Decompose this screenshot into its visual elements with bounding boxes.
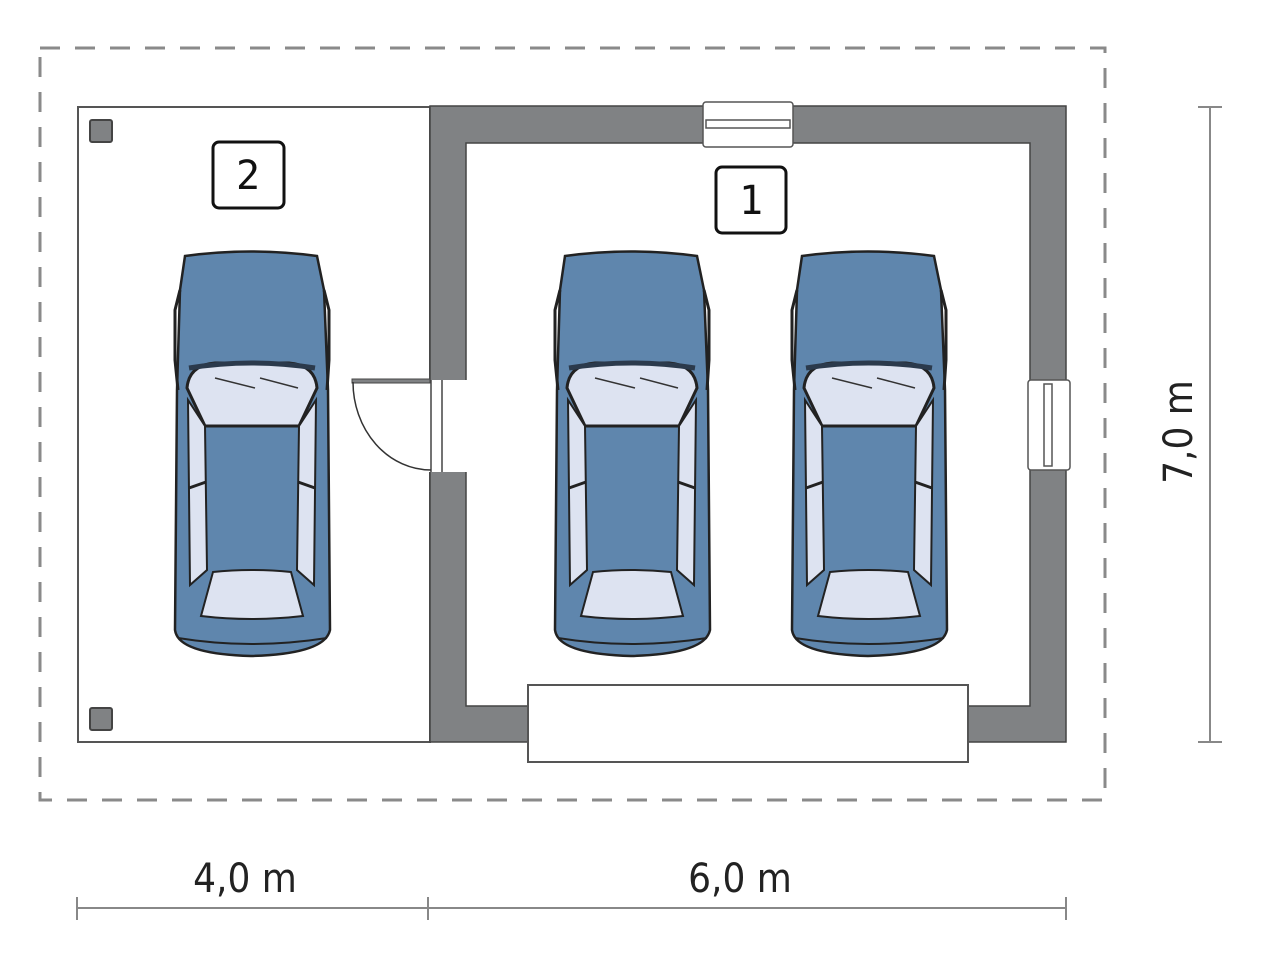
pillar: [89, 707, 113, 731]
room-number-2: 2: [236, 153, 260, 199]
car-garage-left: [555, 252, 710, 657]
dimension-depth: [1198, 106, 1222, 743]
door-leaf: [351, 378, 431, 384]
room-label-1: 1: [714, 165, 788, 235]
dimension-width: [76, 897, 1067, 920]
dimension-label-depth: 7,0 m: [1156, 380, 1202, 484]
plot-boundary: [38, 46, 1107, 802]
dimension-label-left: 4,0 m: [193, 856, 297, 902]
room-label-2: 2: [211, 140, 286, 210]
pillar: [89, 119, 113, 143]
garage-gate: [527, 684, 969, 763]
car-carport: [175, 252, 330, 657]
garage-walls: [429, 105, 1067, 743]
car-garage-right: [792, 252, 947, 657]
door-swing: [352, 381, 432, 471]
door-opening: [429, 380, 467, 472]
room-number-1: 1: [739, 178, 763, 224]
dimension-label-right: 6,0 m: [688, 856, 792, 902]
